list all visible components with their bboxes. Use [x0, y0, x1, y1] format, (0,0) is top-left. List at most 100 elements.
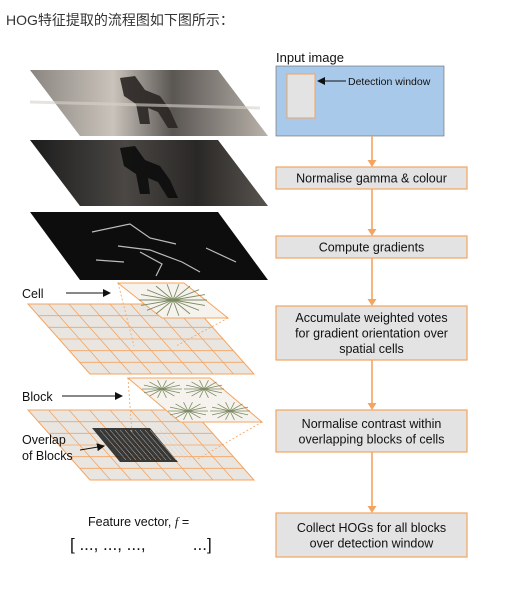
- overlap-label-line1: Overlap: [22, 433, 66, 447]
- orientation-bin-line: [169, 410, 189, 416]
- hatch-line: [129, 429, 157, 461]
- orientation-bin-line: [229, 410, 235, 420]
- orientation-bin-line: [161, 380, 167, 390]
- pipeline-arrow-head: [367, 299, 377, 306]
- orientation-bin-line: [149, 381, 163, 390]
- pipeline-step-text: for gradient orientation over: [295, 327, 448, 341]
- pipeline-step-text: Normalise gamma & colour: [296, 172, 447, 186]
- orientation-bin-line: [149, 388, 163, 397]
- orientation-bin-line: [161, 384, 181, 390]
- orientation-bin-line: [229, 403, 243, 412]
- orientation-bin-line: [203, 380, 209, 390]
- cell-label: Cell: [22, 287, 44, 301]
- detection-window-label: Detection window: [348, 76, 431, 88]
- orientation-bin-line: [155, 285, 174, 301]
- pipeline-step-text: Compute gradients: [319, 241, 425, 255]
- block-projection-line-2: [195, 421, 263, 461]
- orientation-bin-line: [203, 388, 217, 397]
- orientation-bin-line: [199, 388, 205, 398]
- hatch-line: [104, 429, 132, 461]
- orientation-bin-line: [187, 402, 193, 412]
- orientation-bin-line: [211, 406, 231, 412]
- cell-projection-line-2: [175, 317, 229, 347]
- overlapping-blocks-region: [92, 428, 178, 462]
- orientation-bin-line: [203, 384, 223, 390]
- orientation-bin-line: [161, 381, 175, 390]
- pipeline-step-box: [275, 305, 468, 361]
- overlap-label-arrow: [79, 443, 105, 452]
- hatch-line: [124, 429, 152, 461]
- orientation-bin-line: [225, 402, 231, 412]
- orientation-bin-line: [187, 410, 207, 416]
- orientation-bin-line: [172, 294, 206, 301]
- orientation-bin-line: [187, 410, 193, 420]
- orientation-bin-line: [229, 402, 235, 412]
- pipeline-step-text: Collect HOGs for all blocks: [297, 521, 446, 535]
- pipeline-step-text: over detection window: [310, 536, 435, 550]
- orientation-bin-line: [157, 380, 163, 390]
- orientation-bin-line: [172, 299, 206, 306]
- orientation-bin-line: [191, 381, 205, 390]
- orientation-bin-line: [175, 403, 189, 412]
- orientation-bin-line: [172, 289, 200, 301]
- orientation-bin-line: [225, 410, 231, 420]
- pipeline-arrow-head: [367, 506, 377, 513]
- feature-vector-label: Feature vector, f =: [88, 515, 189, 529]
- pipeline-arrow-head: [367, 229, 377, 236]
- pipeline-step-box: [275, 512, 468, 558]
- orientation-bin-line: [191, 388, 205, 397]
- overlap-hatching: [99, 429, 192, 461]
- orientation-bin-line: [143, 384, 163, 390]
- detection-window-rect: [286, 73, 316, 119]
- orientation-bin-line: [140, 299, 174, 306]
- orientation-bin-line: [175, 410, 189, 419]
- block-orientation-histograms: [142, 380, 250, 420]
- hatch-line: [159, 429, 187, 461]
- orientation-bin-line: [211, 410, 231, 416]
- orientation-bin-line: [187, 403, 201, 412]
- overlap-label-line2: of Blocks: [22, 449, 73, 463]
- input-image-label: Input image: [276, 50, 344, 65]
- orientation-bin-line: [217, 410, 231, 419]
- page-heading: HOG特征提取的流程图如下图所示：: [6, 12, 234, 28]
- orientation-bin-line: [187, 406, 207, 412]
- orientation-bin-line: [155, 299, 174, 315]
- pipeline-arrow-head: [367, 403, 377, 410]
- orientation-bin-line: [172, 284, 180, 301]
- hatch-line: [154, 429, 182, 461]
- pedestrian-silhouette-2: [120, 146, 178, 198]
- orientation-bin-line: [172, 285, 191, 301]
- orientation-bin-line: [172, 299, 191, 315]
- orientation-bin-line: [146, 289, 174, 301]
- orientation-bin-line: [183, 410, 189, 420]
- hatch-line: [119, 429, 147, 461]
- hatch-line: [144, 429, 172, 461]
- pipeline-arrow-head: [367, 160, 377, 167]
- cell-orientation-histogram: [139, 284, 207, 316]
- gradient-edges: [91, 223, 237, 277]
- block-projection-line-1: [127, 377, 133, 435]
- orientation-bin-line: [166, 299, 174, 316]
- orientation-bin-line: [185, 384, 205, 390]
- orientation-bin-line: [140, 294, 174, 301]
- orientation-bin-line: [217, 403, 231, 412]
- hatch-line: [139, 429, 167, 461]
- hatch-line: [114, 429, 142, 461]
- photo-plane-gradients: [30, 212, 268, 280]
- orientation-bin-line: [161, 388, 175, 397]
- street-line-1: [29, 100, 261, 110]
- orientation-bin-line: [157, 388, 163, 398]
- orientation-bin-line: [229, 410, 243, 419]
- orientation-bin-line: [172, 299, 180, 316]
- hatch-line: [109, 429, 137, 461]
- orientation-bin-line: [166, 284, 174, 301]
- orientation-bin-line: [169, 406, 189, 412]
- hatch-line: [164, 429, 192, 461]
- orientation-bin-line: [229, 406, 249, 412]
- orientation-bin-line: [199, 380, 205, 390]
- pipeline-step-text: overlapping blocks of cells: [299, 432, 445, 446]
- feature-vector-bracket: [ ..., ..., ..., ...]: [70, 535, 212, 554]
- pedestrian-silhouette-1: [120, 76, 178, 128]
